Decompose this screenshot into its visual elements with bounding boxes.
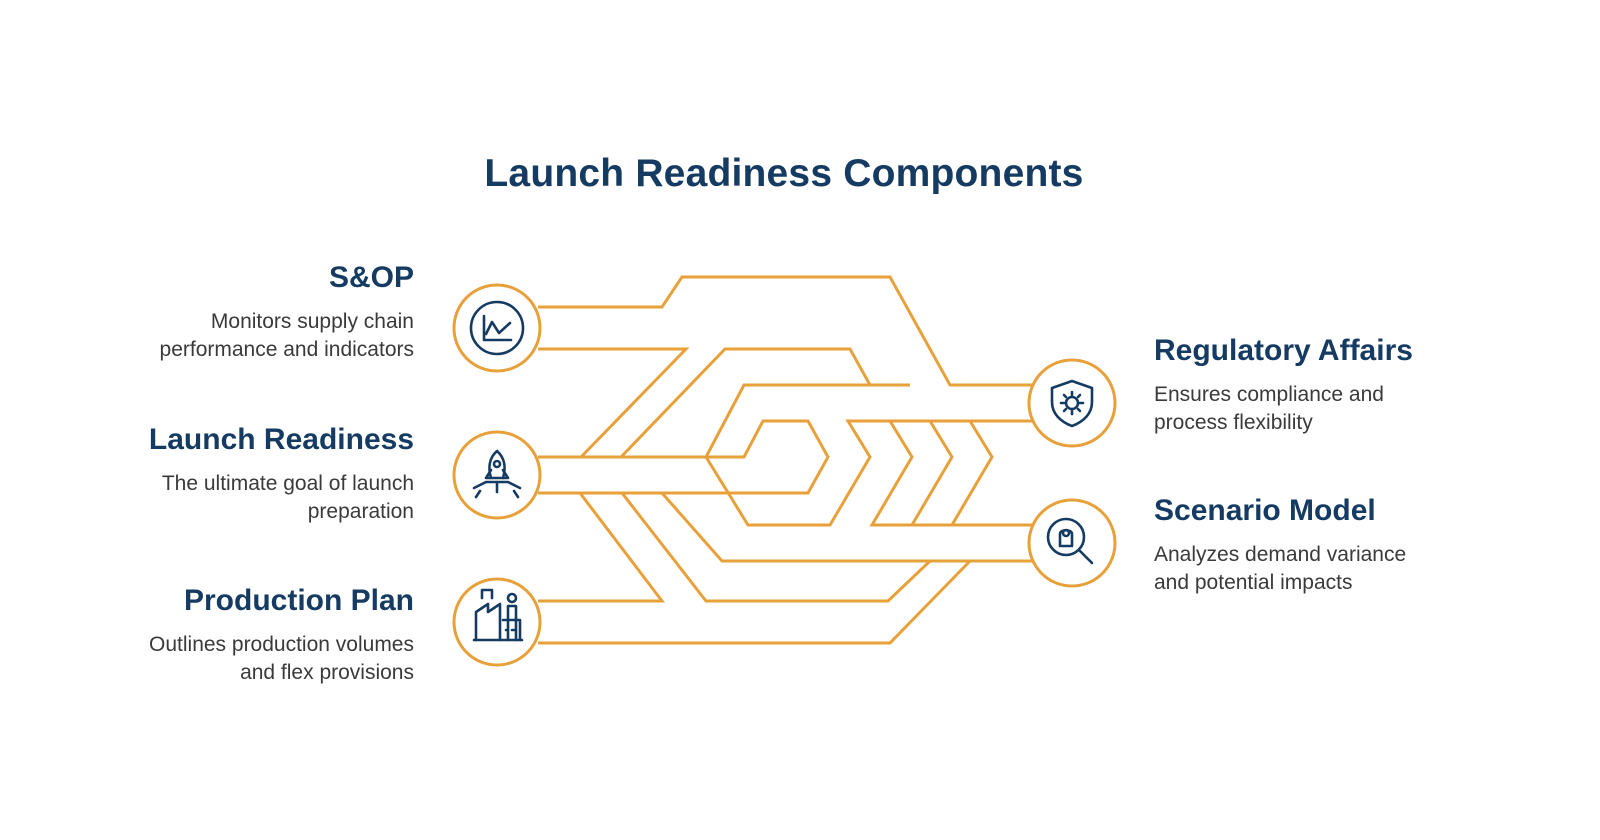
item-regulatory-description: Ensures compliance and process flexibili… xyxy=(1154,383,1384,434)
factory-icon xyxy=(472,588,524,642)
item-scenario-description: Analyzes demand variance and potential i… xyxy=(1154,543,1407,594)
node-regulatory xyxy=(1027,358,1117,448)
item-launch: Launch Readiness The ultimate goal of la… xyxy=(110,422,414,526)
connector-sop-outer xyxy=(538,275,1036,387)
item-regulatory: Regulatory Affairs Ensures compliance an… xyxy=(1154,333,1474,437)
connector-launch-upper xyxy=(538,419,830,495)
item-sop-heading: S&OP xyxy=(328,261,414,294)
node-launch xyxy=(452,430,542,520)
item-launch-description: The ultimate goal of launch preparation xyxy=(161,472,414,523)
connector-production-lower xyxy=(538,559,972,645)
item-production: Production Plan Outlines production volu… xyxy=(110,583,414,687)
connector-scenario-lower xyxy=(660,492,1036,563)
shield-gear-icon xyxy=(1050,379,1094,428)
rocket-launch-icon xyxy=(472,449,522,499)
connector-scenario-mid xyxy=(620,492,932,603)
item-regulatory-heading: Regulatory Affairs xyxy=(1154,334,1413,367)
item-launch-heading: Launch Readiness xyxy=(148,423,414,456)
connector-inner-ring xyxy=(619,347,872,459)
item-scenario-heading: Scenario Model xyxy=(1154,494,1376,527)
item-scenario: Scenario Model Analyzes demand variance … xyxy=(1154,493,1474,597)
item-production-description: Outlines production volumes and flex pro… xyxy=(149,633,414,684)
item-sop-description: Monitors supply chain performance and in… xyxy=(159,310,414,361)
connector-sop-inner xyxy=(538,347,690,459)
connector-chevron-1 xyxy=(869,420,1036,527)
node-production xyxy=(452,577,542,667)
connector-chevron-3 xyxy=(950,420,994,526)
item-sop: S&OP Monitors supply chain performance a… xyxy=(110,260,414,364)
item-production-heading: Production Plan xyxy=(183,584,414,617)
page-title: Launch Readiness Components xyxy=(484,152,1084,195)
magnifier-analysis-icon xyxy=(1046,517,1094,565)
connector-regulatory-inner xyxy=(704,383,1036,527)
line-chart-icon xyxy=(469,300,525,356)
connector-production-upper xyxy=(538,492,666,603)
connector-chevron-2 xyxy=(910,420,954,526)
